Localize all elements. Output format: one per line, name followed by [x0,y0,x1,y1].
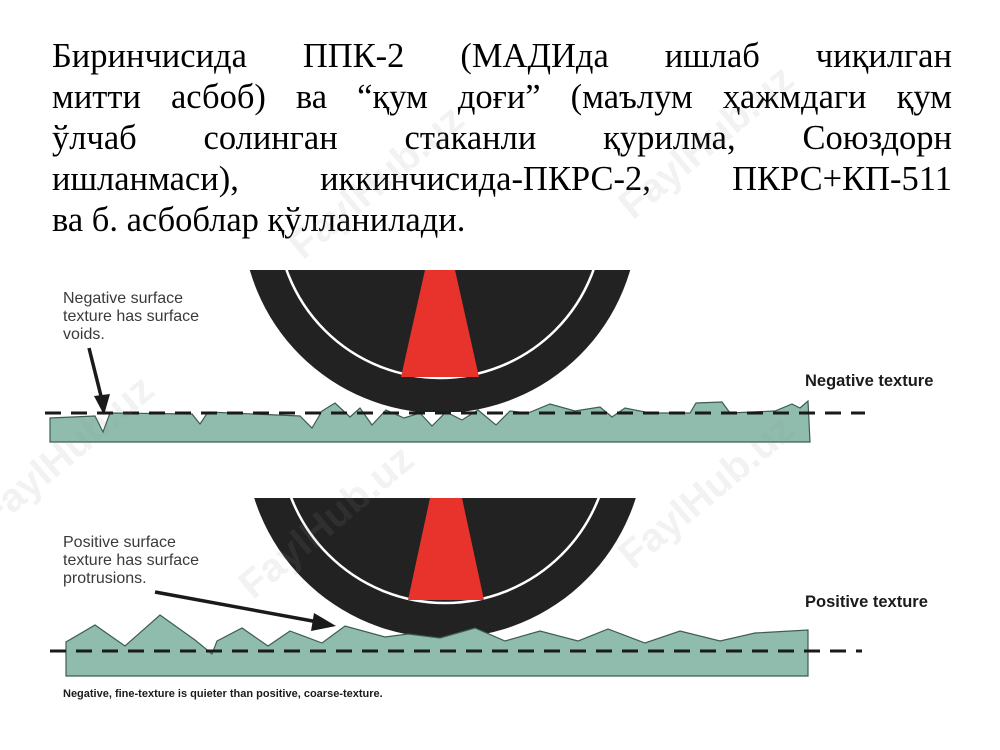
annotation-line: protrusions. [63,570,147,587]
body-paragraph: Биринчисида ППК-2 (МАДИда ишлаб чиқилган… [52,36,952,241]
annotation-line: voids. [63,326,105,343]
bottom-tread-marker [408,498,484,600]
annotation-line: texture has surface [63,308,200,325]
paragraph-line-2: митти асбоб) ва “қум доғи” (маълум ҳажмд… [52,77,952,118]
word: “қум [357,78,428,116]
annotation-line: texture has surface [63,552,200,569]
annotation-line: Negative surface [63,290,184,307]
bottom-tire-rim-line [289,498,601,605]
word: асбоб) [170,78,266,116]
top-arrow-shaft [87,347,104,401]
word: ишлаб [664,37,760,75]
word: ўлчаб [52,119,137,157]
paragraph-line-5: ва б. асбоблар қўлланилади. [52,201,466,239]
positive-surface-annotation: Positive surface texture has surface pro… [63,534,199,588]
word: стаканли [404,119,537,157]
word: ППК-2 [302,37,405,75]
word: (МАДИда [460,37,609,75]
word: иккинчисида-ПКРС-2, [320,160,651,198]
paragraph-line-3: ўлчаб солинган стаканли қурилма, Союздор… [52,118,952,159]
word: Биринчисида [52,37,247,75]
top-tire [249,270,631,412]
positive-texture-label: Positive texture [805,593,928,611]
word: солинган [203,119,338,157]
word: митти [52,78,141,116]
bottom-pavement [65,614,809,677]
top-tread-marker [401,270,479,377]
word: ишланмаси), [52,160,239,198]
word: қум [896,78,952,116]
texture-figure: Negative surface texture has surface voi… [0,270,1000,710]
word: чиқилган [815,37,952,75]
word: ПКРС+КП-511 [732,160,952,198]
top-arrow-head [94,394,110,415]
bottom-arrow-shaft [154,590,319,624]
word: доғи” [457,78,541,116]
figure-caption: Negative, fine-texture is quieter than p… [63,688,383,700]
word: (маълум [570,78,693,116]
word: қурилма, [603,119,736,157]
bottom-tire [254,498,636,638]
negative-surface-annotation: Negative surface texture has surface voi… [63,290,199,344]
top-pavement [49,399,811,443]
word: ҳажмдаги [722,78,867,116]
annotation-line: Positive surface [63,534,176,551]
paragraph-line-4: ишланмаси), иккинчисида-ПКРС-2, ПКРС+КП-… [52,159,952,200]
negative-texture-label: Negative texture [805,372,934,390]
texture-diagram [45,270,865,677]
bottom-arrow-head [311,613,336,631]
word: ва [295,78,328,116]
top-tire-rim-line [285,270,595,380]
word: Союздорн [802,119,952,157]
paragraph-line-1: Биринчисида ППК-2 (МАДИда ишлаб чиқилган [52,36,952,77]
